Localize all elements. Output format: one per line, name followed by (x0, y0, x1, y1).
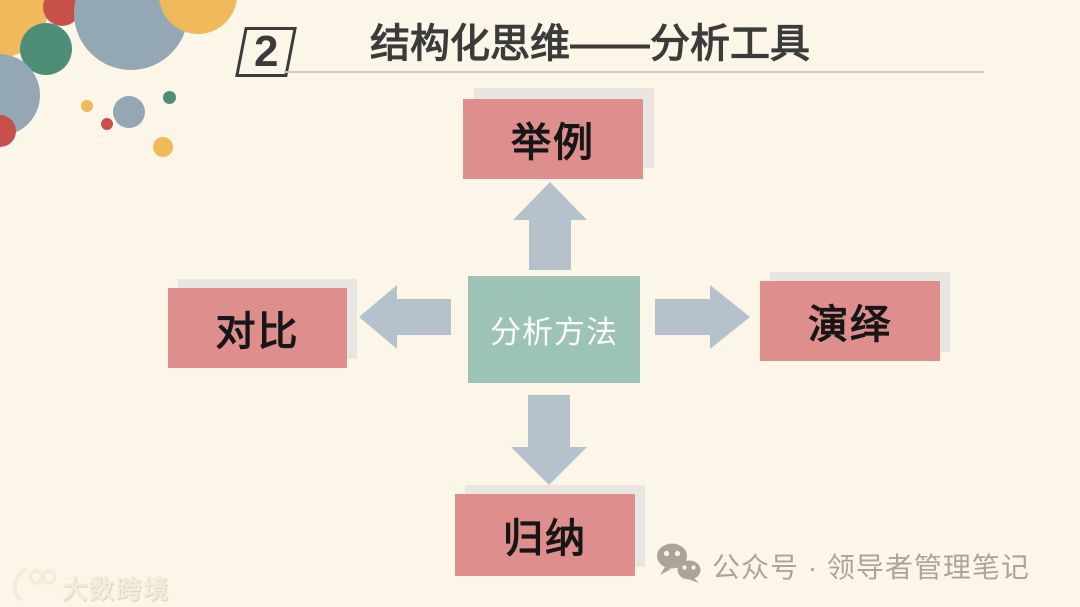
decorative-circle (163, 91, 176, 104)
brand-100-logo-icon (10, 566, 57, 607)
decorative-circle (81, 100, 93, 112)
node-left: 对比 (168, 288, 347, 368)
wechat-watermark-text: 公众号 · 领导者管理笔记 (712, 551, 1030, 583)
brand-watermark: 大数跨境 (10, 566, 170, 607)
section-number: 2 (253, 27, 279, 76)
brand-watermark-text: 大数跨境 (62, 575, 171, 604)
header-divider (284, 71, 984, 73)
node-bottom-label: 归纳 (503, 517, 587, 561)
section-number-badge: 2 (235, 27, 297, 77)
center-node-label: 分析方法 (490, 315, 618, 350)
decorative-circle (101, 118, 113, 130)
node-bottom: 归纳 (455, 494, 635, 576)
node-right: 演绎 (760, 281, 940, 361)
decorative-circle (0, 115, 16, 147)
wechat-watermark: 公众号 · 领导者管理笔记 (656, 543, 1030, 588)
arrow-down-icon (511, 395, 587, 485)
node-top-label: 举例 (511, 121, 595, 165)
wechat-icon (656, 543, 702, 588)
decorative-circle (153, 137, 173, 157)
center-node: 分析方法 (468, 276, 640, 383)
decorative-circle (113, 96, 145, 128)
node-left-label: 对比 (215, 310, 300, 354)
arrow-left-icon (359, 285, 451, 349)
page-title: 结构化思维——分析工具 (370, 22, 810, 66)
arrow-right-icon (655, 285, 750, 349)
arrow-up-icon (513, 182, 587, 270)
node-top: 举例 (463, 99, 643, 179)
node-right-label: 演绎 (808, 303, 892, 347)
